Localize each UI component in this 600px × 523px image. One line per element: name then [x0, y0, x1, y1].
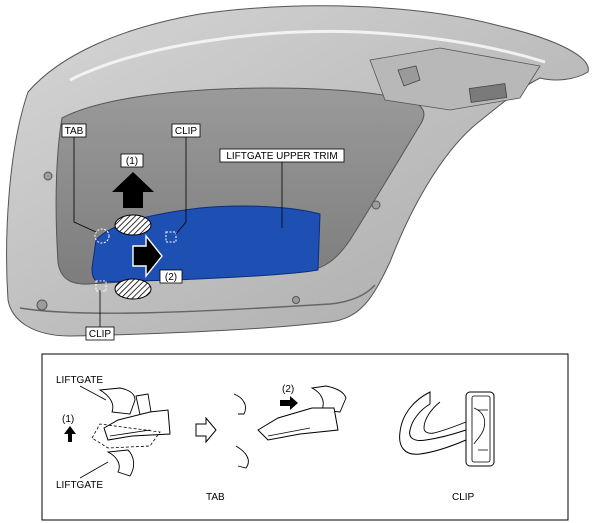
clip-head — [465, 391, 495, 467]
liftgate-bottom-rim — [19, 284, 376, 314]
small-up-arrow-icon — [64, 426, 76, 442]
clip-detail — [399, 391, 495, 467]
right-arrow-icon — [132, 234, 163, 278]
liftgate-handle-recess — [468, 83, 508, 103]
svg-text:CLIP: CLIP — [452, 492, 475, 503]
svg-text:(2): (2) — [282, 384, 294, 395]
label-clip-bottom: CLIP — [85, 290, 115, 341]
tab-detail-after — [233, 385, 347, 469]
small-right-arrow-icon — [280, 396, 298, 410]
label-liftgate-bottom: LIFTGATE — [56, 461, 109, 491]
liftgate-bolt — [36, 299, 48, 311]
liftgate-upper-ridge — [69, 29, 546, 82]
label-liftgate-top: LIFTGATE — [56, 375, 107, 401]
svg-text:LIFTGATE UPPER TRIM: LIFTGATE UPPER TRIM — [226, 151, 337, 162]
hatched-hand-grip-icon — [114, 278, 152, 300]
liftgate-bolt — [43, 171, 53, 181]
hatched-hand-grip-icon — [114, 214, 152, 236]
tab-part — [103, 409, 171, 441]
svg-text:CLIP: CLIP — [89, 329, 112, 340]
label-step-1-detail: (1) — [62, 414, 74, 425]
liftgate-bolt — [292, 296, 300, 304]
svg-text:TAB: TAB — [206, 492, 225, 503]
label-step-1: (1) — [120, 153, 144, 168]
tab-part-moved — [257, 407, 339, 441]
liftgate-bolt — [371, 200, 381, 210]
caption-clip: CLIP — [452, 492, 475, 503]
svg-text:(1): (1) — [62, 414, 74, 425]
clip-location-marker-bottom — [95, 280, 107, 292]
svg-text:CLIP: CLIP — [175, 126, 198, 137]
tab-detail-before — [64, 387, 171, 477]
liftgate-latch — [397, 65, 421, 87]
svg-text:(2): (2) — [165, 272, 177, 283]
label-liftgate-upper-trim: LIFTGATE UPPER TRIM — [219, 148, 345, 228]
liftgate-illustration — [6, 5, 589, 337]
label-clip-top: CLIP — [171, 123, 201, 235]
label-step-2: (2) — [159, 269, 183, 284]
caption-tab: TAB — [206, 492, 225, 503]
tab-location-marker — [94, 228, 110, 244]
svg-text:LIFTGATE: LIFTGATE — [56, 375, 103, 386]
svg-text:TAB: TAB — [65, 126, 84, 137]
up-arrow-icon — [112, 172, 154, 208]
svg-text:LIFTGATE: LIFTGATE — [56, 480, 103, 491]
outline-right-arrow-icon — [195, 416, 217, 444]
label-tab: TAB — [61, 123, 97, 233]
label-step-2-detail: (2) — [282, 384, 294, 395]
clip-location-marker-top — [165, 231, 177, 243]
svg-text:(1): (1) — [126, 156, 138, 167]
